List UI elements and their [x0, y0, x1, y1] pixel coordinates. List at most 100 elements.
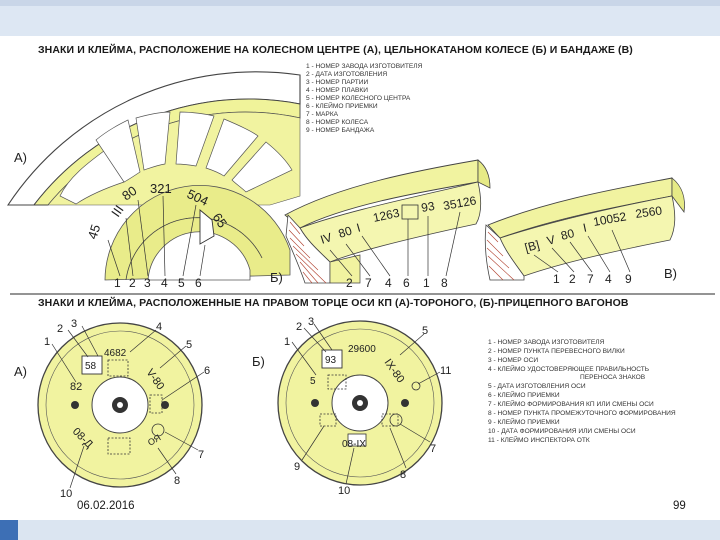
rolled-wheel-marks: IV 80 I 1263 93 35126 [319, 193, 478, 247]
axle-b-callout-3: 3 [308, 316, 314, 328]
axle-a-callout-3: 3 [71, 318, 77, 330]
axle-a-callout-8: 8 [174, 475, 180, 487]
wheel-center-callout-2: 2 [129, 276, 136, 290]
axle-b-box-dashed-top [327, 374, 347, 390]
axle-b-callout-8: 8 [400, 469, 406, 481]
wheel-center-mark-45: 45 [85, 223, 104, 241]
footer-date: 06.02.2016 [77, 500, 135, 512]
axle-b-callout-11: 11 [440, 365, 451, 377]
bottom-band [0, 520, 720, 540]
legend-bottom-item-9: 9 - КЛЕЙМО ПРИЕМКИ [488, 417, 560, 426]
axle-b-leaders [291, 323, 441, 485]
axle-a-callout-10: 10 [60, 488, 72, 500]
rolled-wheel-callout-2: 2 [346, 276, 353, 290]
panel-label-c-top: В) [664, 266, 677, 281]
rolled-wheel-mark-1263: 1263 [372, 206, 401, 225]
rolled-wheel-mark-35126: 35126 [442, 193, 478, 213]
tire-leaders [533, 229, 631, 273]
axle-a-inner-ring [45, 330, 195, 480]
wheel-center-mark-80: 80 [119, 183, 139, 204]
legend-bottom-item-3: 3 - НОМЕР ОСИ [488, 357, 538, 364]
wheel-center-callouts: 1 2 3 4 5 6 [114, 276, 202, 290]
rolled-wheel-callout-1: 1 [423, 276, 430, 290]
rolled-wheel-callout-4: 4 [385, 276, 392, 290]
legend-bottom-item-6: 6 - КЛЕЙМО ПРИЕМКИ [488, 390, 560, 399]
tire-callout-1: 1 [553, 272, 560, 286]
axle-a-box-dashed-top [107, 359, 129, 377]
top-band [0, 0, 720, 36]
axle-b-center-hole [357, 400, 363, 406]
tire-mark-i: I [582, 221, 588, 235]
axle-a-bolt-right [161, 401, 169, 409]
tire-callout-7: 7 [587, 272, 594, 286]
rolled-wheel-mark-iv: IV [319, 230, 334, 247]
axle-b-callout-1: 1 [284, 336, 290, 348]
axle-a-drawing [37, 322, 203, 488]
legend-bottom-item-4: 4 - КЛЕЙМО УДОСТОВЕРЯЮЩЕЕ ПРАВИЛЬНОСТЬ [488, 364, 649, 373]
title-bottom: ЗНАКИ И КЛЕЙМА, РАСПОЛОЖЕННЫЕ НА ПРАВОМ … [38, 297, 629, 309]
tire-mark-80: 80 [559, 226, 576, 243]
legend-bottom-item-11: 11 - КЛЕЙМО ИНСПЕКТОРА ОТК [488, 435, 590, 444]
axle-a-callout-6: 6 [204, 365, 210, 377]
wheel-center-callout-4: 4 [161, 276, 168, 290]
axle-a-leaders [51, 325, 205, 489]
tire-drawing [484, 177, 685, 281]
axle-a-callout-5: 5 [186, 339, 192, 351]
tire-section-hatch [486, 231, 515, 281]
axle-b-mark-08ix: 08-IX [342, 439, 366, 450]
rolled-wheel-mark-80: 80 [337, 223, 354, 241]
rolled-wheel-mark-93: 93 [420, 199, 436, 215]
wheel-center-callout-6: 6 [195, 276, 202, 290]
wheel-center-spoke-openings [59, 111, 293, 205]
axle-a-mark-58: 58 [85, 361, 97, 372]
axle-a-mark-4682: 4682 [104, 348, 127, 359]
axle-a-box-58 [81, 355, 103, 375]
tire-callouts: 1 2 7 4 9 [553, 272, 632, 286]
axle-b-mark-5: 5 [310, 376, 316, 387]
bottom-band-block [0, 520, 18, 540]
legend-bottom-item-5: 5 - ДАТА ИЗГОТОВЛЕНИЯ ОСИ [488, 383, 586, 390]
axle-a-callouts: 1 2 3 4 5 6 7 8 10 [44, 318, 210, 500]
axle-b-callouts: 1 2 3 5 11 7 8 9 10 [284, 316, 451, 497]
rolled-wheel-callout-8: 8 [441, 276, 448, 290]
tire-marks: [B] V 80 I 10052 2560 [523, 203, 663, 255]
axle-b-acceptance-stamp [389, 413, 403, 427]
axle-a-bolt-left [71, 401, 79, 409]
panel-label-b-bottom: Б) [252, 354, 265, 369]
legend-bottom-item-4b: ПЕРЕНОСА ЗНАКОВ [580, 374, 646, 381]
axle-a-callout-2: 2 [57, 323, 63, 335]
axle-a-callout-4: 4 [156, 321, 162, 333]
panel-label-b-top: Б) [270, 270, 283, 285]
tire-flange [671, 177, 685, 214]
tire-mark-b: [B] [523, 238, 541, 255]
tire-mark-v: V [545, 232, 556, 248]
rolled-wheel-callouts: 2 7 4 6 1 8 [346, 276, 448, 290]
axle-b-callout-10: 10 [338, 485, 350, 497]
tire-mark-10052: 10052 [592, 209, 628, 229]
wheel-center-drawing [6, 71, 301, 281]
axle-a-box-dashed-right [149, 394, 163, 414]
wheel-center-acceptance-stamp [199, 209, 215, 245]
rolled-wheel-section-hatch [288, 221, 327, 284]
rolled-wheel-web [329, 254, 361, 284]
legend-top: 1 - НОМЕР ЗАВОДА ИЗГОТОВИТЕЛЯ 2 - ДАТА И… [306, 63, 423, 134]
rolled-wheel-drawing [284, 159, 491, 284]
axle-b-inner-ring [285, 328, 435, 478]
axle-b-callout-9: 9 [294, 461, 300, 473]
axle-b-mark-93: 93 [325, 355, 337, 366]
legend-top-item-7: 7 - МАРКА [306, 111, 339, 118]
rolled-wheel-callout-6: 6 [403, 276, 410, 290]
rolled-wheel-callout-7: 7 [365, 276, 372, 290]
wheel-center-marks: 45 III 80 321 504 65 [85, 181, 231, 241]
axle-a-acceptance-stamp [151, 423, 165, 437]
axle-a-callout-7: 7 [198, 449, 204, 461]
tire-mark-2560: 2560 [634, 203, 663, 221]
wheel-center-callout-3: 3 [144, 276, 151, 290]
wheel-center-callout-5: 5 [178, 276, 185, 290]
legend-bottom-item-2: 2 - НОМЕР ПУНКТА ПЕРЕВЕСНОГО ВИЛКИ [488, 348, 625, 355]
axle-b-callout-5: 5 [422, 325, 428, 337]
rolled-wheel-leaders [329, 211, 461, 277]
rolled-wheel-flange [477, 159, 491, 189]
legend-bottom: 1 - НОМЕР ЗАВОДА ИЗГОТОВИТЕЛЯ 2 - НОМЕР … [488, 339, 676, 444]
tire-callout-4: 4 [605, 272, 612, 286]
